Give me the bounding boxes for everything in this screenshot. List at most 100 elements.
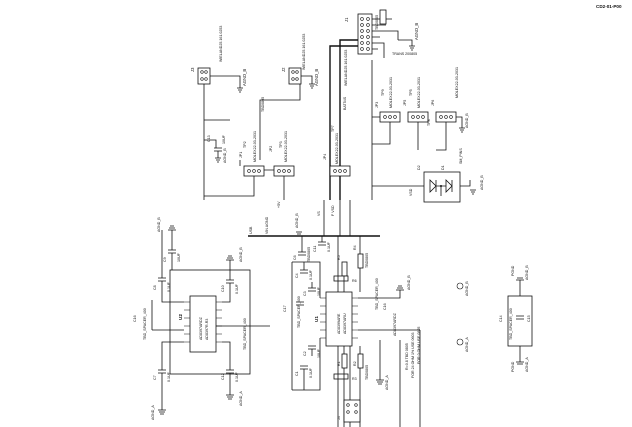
note-trans: TRANS 200805	[392, 52, 417, 56]
v5-label: +5V	[277, 201, 281, 208]
jumper-jp2: JP2 MOLEX22-03-2031 TP3	[269, 131, 295, 177]
u1-agnd-b-label: AGND_B	[407, 275, 411, 290]
c12-value: 0.1UF	[235, 371, 239, 382]
j2-agnd-label: AGND_B	[314, 69, 319, 86]
r4-body	[357, 253, 364, 269]
j3-body	[197, 67, 211, 85]
u1-spacer-label: TBD_SPACER_400	[375, 278, 379, 310]
fvsd-label: F VSD	[331, 205, 335, 216]
jp6-part: MOLEX22-03-2031	[455, 67, 459, 98]
tie-agnd-a-label: AGND_A	[465, 337, 469, 352]
c13-ref: C13	[207, 135, 211, 142]
cap-c13: C13 10UF AGND_B	[207, 134, 227, 163]
u1-part: AD8399ARE	[337, 313, 341, 334]
resistor-r3: R3	[333, 373, 357, 381]
r5-body	[341, 261, 348, 277]
u2-body	[189, 295, 217, 353]
c10-value: 0.1UF	[235, 283, 239, 294]
c4-value: 0.1UF	[309, 269, 313, 280]
jumper-jp5: JP5 MOLEX22-03-2031 TP5	[403, 77, 429, 123]
c13-value: 10UF	[222, 134, 226, 144]
r4-value: TBD0805	[365, 253, 369, 268]
u1-agnd-a-label: AGND_A	[385, 375, 389, 390]
vs-label: VS	[317, 211, 321, 216]
c16-ref: C16	[383, 303, 387, 310]
c6-ref: C6	[293, 255, 297, 260]
r-tbd-top: TBD0805	[261, 97, 265, 112]
jumper-jp4: JP4 MOLEX22-03-2031 TP7	[323, 125, 351, 177]
cap-c17: C17 TBD_SPACER_400	[283, 296, 304, 328]
jp1-ref: JP1	[239, 152, 243, 158]
vin-agnd-label: VIN AGND	[265, 216, 269, 234]
j1-body	[357, 13, 373, 55]
j-connector-part-b: WIELAND25.161.0253	[344, 50, 348, 86]
c17-spacer: TBD_SPACER_400	[297, 296, 301, 328]
ic-u1: U1 AD8399ARE AD8397ARU	[314, 291, 358, 347]
j1-agnd-label: AGND_B	[414, 23, 419, 40]
jp6-ground-symbol	[459, 127, 465, 133]
d2-ref: D2	[417, 165, 421, 170]
drawing-number: CD2-01-P00	[596, 4, 622, 9]
j2-ground-symbol	[309, 83, 315, 89]
u1-body	[325, 291, 353, 347]
jp3-ref: JP3	[375, 102, 379, 108]
j1-ref: J1	[344, 17, 349, 22]
c11-value: 0.1UF	[327, 241, 331, 252]
r2-ref: R2	[353, 361, 357, 366]
c1-value: 0.1UF	[309, 367, 313, 378]
vsd-label: VSD	[409, 188, 413, 196]
u2-part: AD8397ARDZ	[199, 316, 203, 340]
d2-body	[423, 171, 461, 203]
r3-body	[333, 373, 349, 380]
tp3-label: TP3	[279, 141, 283, 148]
note-r-tbd: R=0.8 TBD 0805	[405, 343, 409, 370]
c16-left-ref: C16	[133, 315, 137, 322]
j3-ground-symbol	[237, 87, 243, 93]
c1-ref: C1	[295, 371, 299, 376]
agnd-b-label-c14: AGND_B	[525, 265, 529, 280]
c7-ref: C7	[153, 375, 157, 380]
diode-bat-label: BAT54S	[343, 96, 347, 110]
u2-agnd-a-right: AGND_A	[239, 391, 243, 406]
u2-ref: U2	[178, 314, 183, 320]
c14-spacer: TBD_SPACER_400	[509, 308, 513, 340]
j1-series-label: TBD0805	[375, 15, 379, 30]
tp2-label: TP2	[243, 141, 247, 148]
j-connector-part-a: WIELAND25.161.0253	[219, 26, 223, 62]
jp3-body	[379, 111, 401, 123]
cap-c6: C6 TBD0805	[293, 236, 311, 262]
j1-pins	[360, 17, 370, 51]
jp3-part: MOLEX22-03-2031	[389, 77, 393, 108]
r1-body	[341, 353, 348, 369]
c15-ref: C15	[527, 315, 531, 322]
jp6-agnd-label: AGND_B	[465, 113, 469, 128]
usb-label: USB	[249, 226, 253, 234]
cap-c14: C14 TBD_SPACER_400 C15	[499, 295, 533, 347]
tp9-label: TP9	[381, 89, 385, 96]
c8-value: 0.1UF	[167, 281, 171, 292]
u1-alt: AD8397ARU	[343, 313, 347, 334]
u2-agnd-b-right: AGND_B	[239, 247, 243, 262]
jp5-ref: JP5	[403, 100, 407, 106]
c13-gnd-label: AGND_B	[223, 148, 227, 163]
pgnd-label-bottom: PGND	[511, 361, 515, 372]
note-0ohm: FOR 0 OHM USE 0805	[417, 327, 421, 364]
connector-j3: J3 AGND_B	[190, 67, 247, 93]
bottom-connector-ref: J4	[337, 416, 341, 420]
jp4-body	[329, 165, 351, 177]
j2-body	[288, 67, 302, 85]
tie-agnd-b-label: AGND_B	[465, 281, 469, 296]
c2-ref: C2	[303, 351, 307, 356]
connector-j2: J2 WIELAND25.161.0253 AGND_B	[281, 34, 319, 89]
r3-ref: R3	[352, 377, 357, 381]
tp8-label: TP8	[427, 119, 431, 126]
c4-ref: C4	[295, 273, 299, 278]
resistor-r1: R1	[337, 353, 348, 369]
cap-c4: C4 0.1UF	[295, 269, 313, 280]
j1-ground-symbol	[409, 45, 415, 51]
c6-value: TBD0805	[307, 247, 311, 262]
r2-value: TBD0805	[365, 365, 369, 380]
c10-ref: C10	[221, 285, 225, 292]
